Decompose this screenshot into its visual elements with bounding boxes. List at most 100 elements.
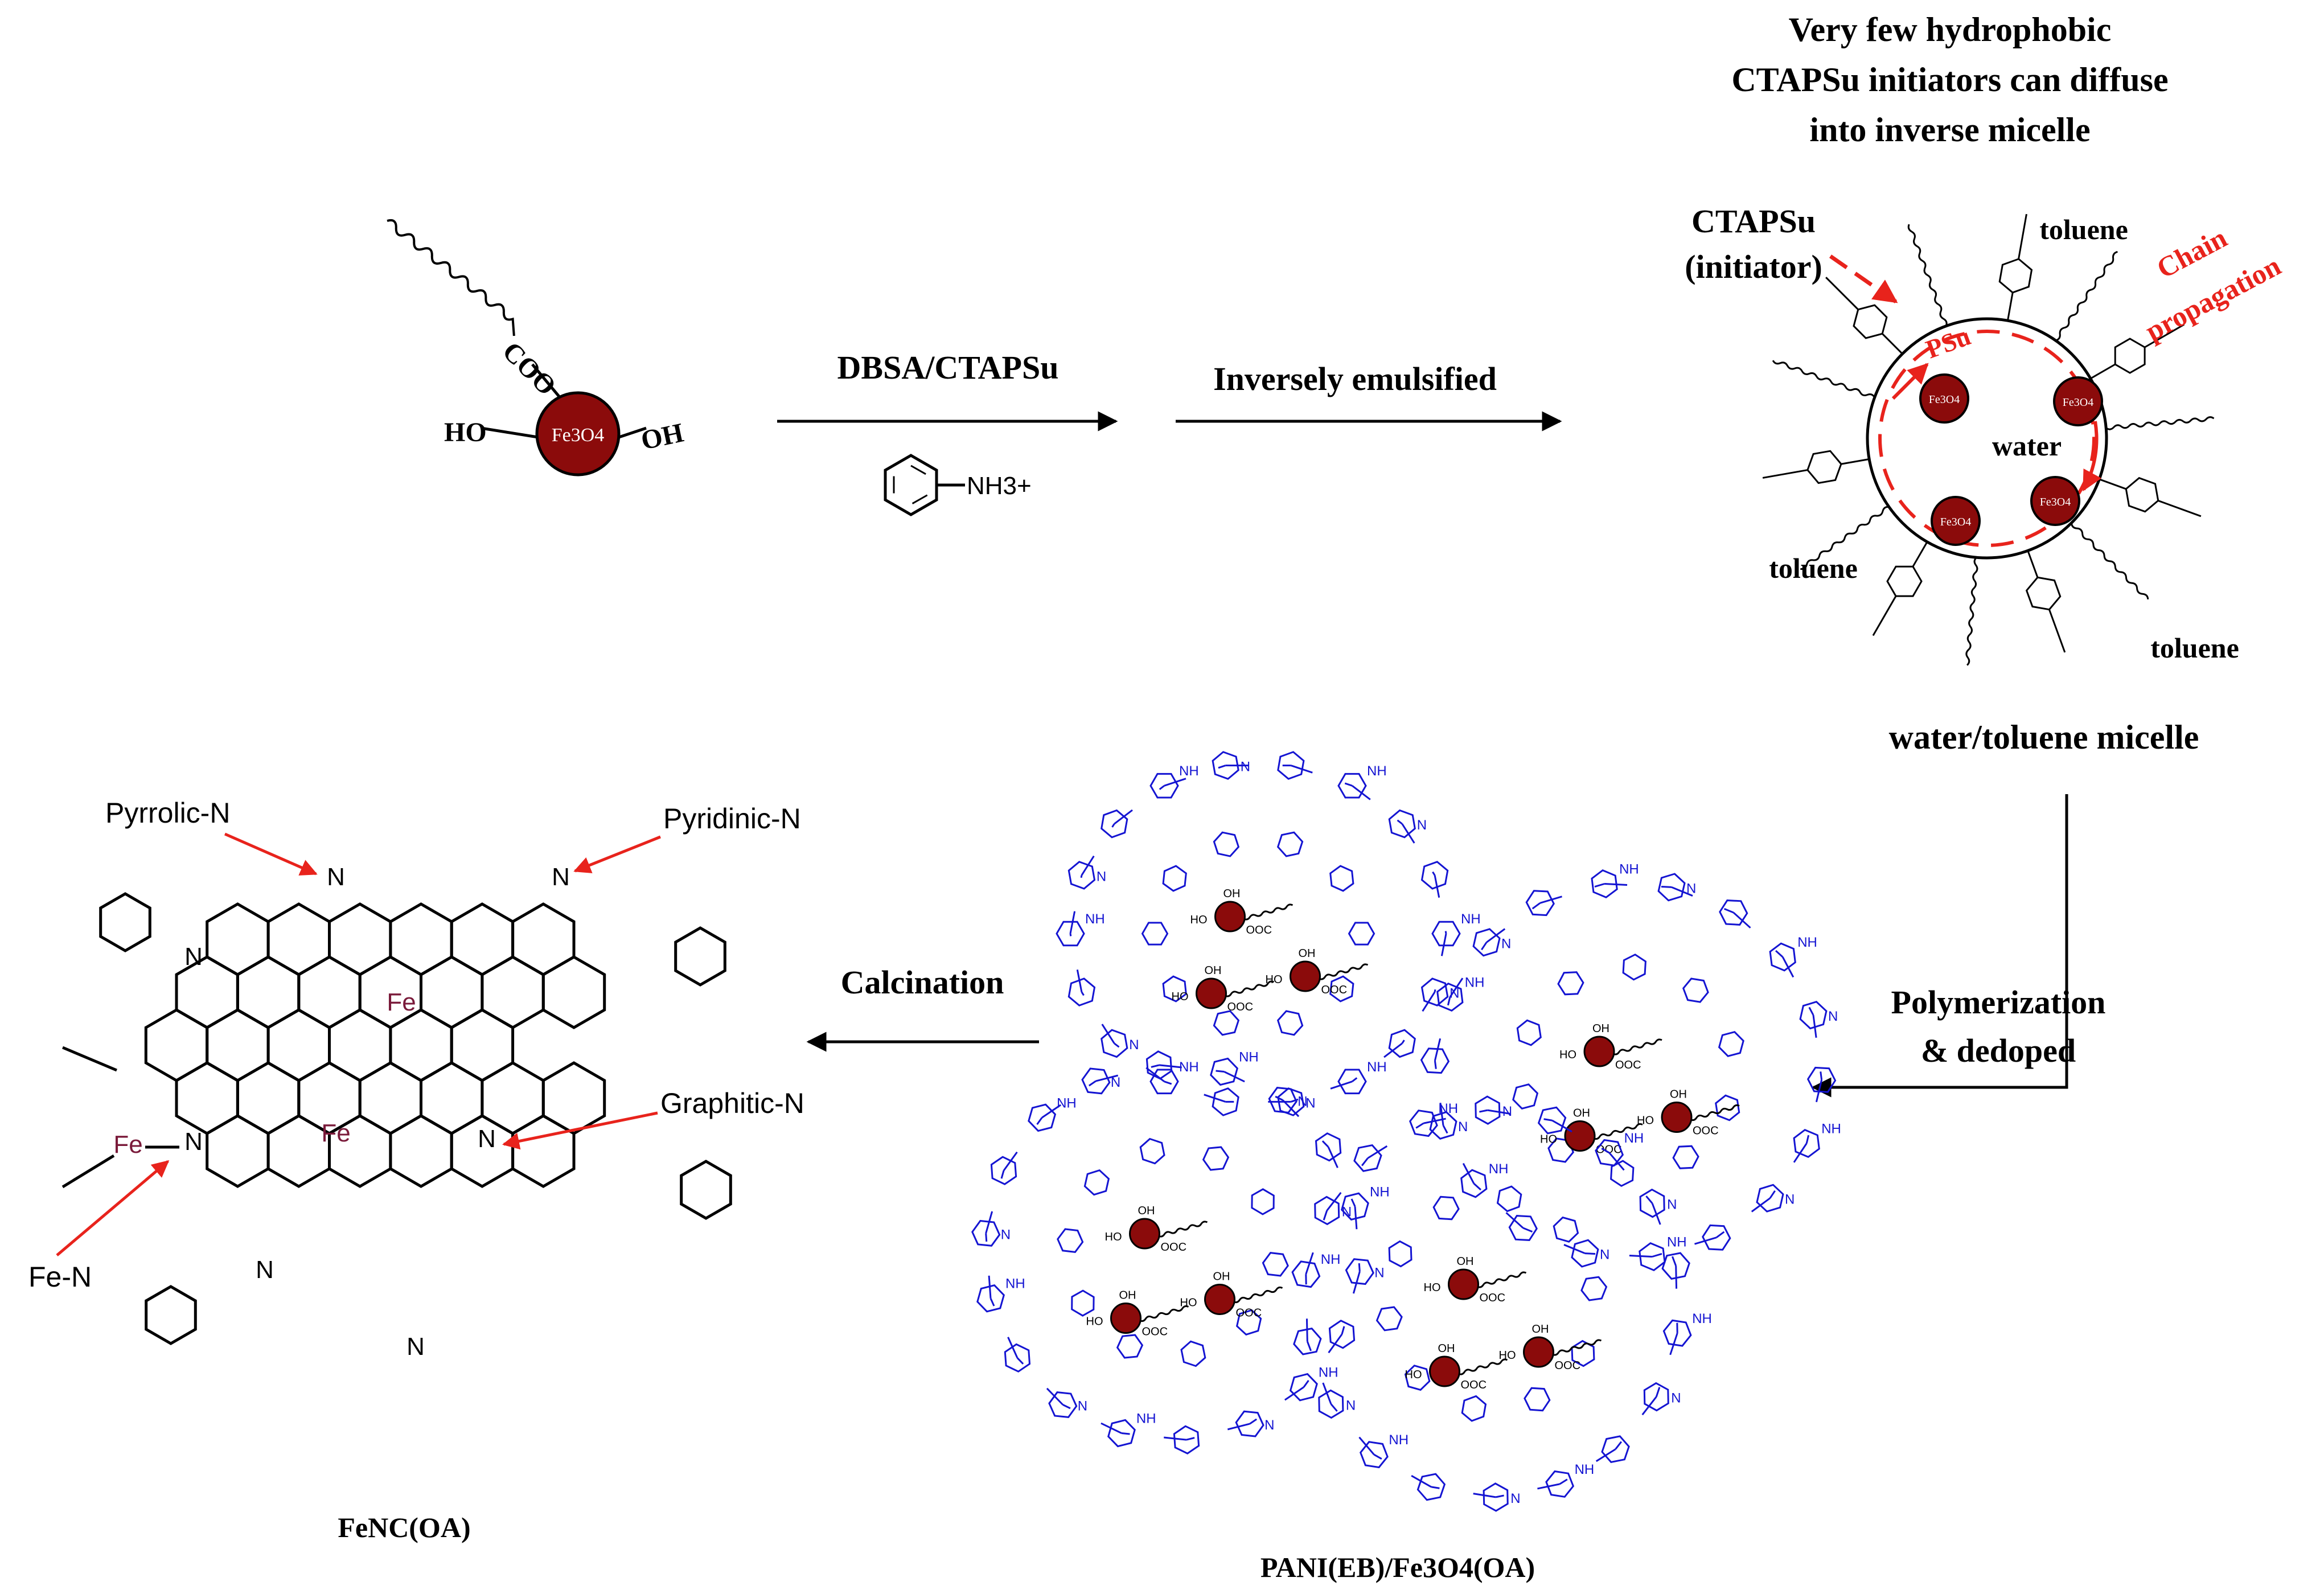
pani-link	[1062, 1404, 1122, 1434]
pani-ring	[1359, 1441, 1389, 1469]
pani-ho-label: HO	[1637, 1115, 1654, 1127]
graphene-ring	[541, 955, 606, 1029]
pani-n-label: N	[1264, 1418, 1274, 1433]
pani-ring	[1329, 975, 1354, 1003]
inverse-micelle: Fe3O4 Fe3O4 Fe3O4 Fe3O4 water PSu CTAPSu…	[1685, 203, 2286, 756]
pani-ring	[1056, 921, 1085, 947]
pani-ooc-label: OOC	[1246, 924, 1272, 936]
pani-ring	[1101, 809, 1128, 839]
pani-ring	[1083, 1169, 1110, 1196]
pani-nh-label: NH	[1367, 763, 1387, 779]
pani-ring	[1212, 751, 1239, 780]
pani-oh-label: OH	[1299, 947, 1316, 960]
graphene-ring	[328, 1008, 392, 1082]
pani-ring	[971, 1219, 1001, 1247]
pani-n-label: N	[1298, 1094, 1307, 1110]
polymerize-arrow	[1811, 794, 2068, 1098]
toluene-top-label: toluene	[2039, 213, 2128, 245]
pani-link	[1305, 1210, 1328, 1275]
pani-link	[1559, 1448, 1616, 1485]
pani-ring	[1291, 1260, 1321, 1288]
pani-n-label: N	[1502, 1104, 1512, 1119]
pani-ring	[1622, 954, 1646, 981]
graphene-ring	[266, 1114, 331, 1188]
pani-ring	[1375, 1306, 1403, 1332]
pani-ring	[1525, 890, 1555, 917]
pani-fe3o4-core	[1129, 1218, 1160, 1250]
pani-ring	[1329, 865, 1354, 892]
emulsify-label: Inversely emulsified	[1213, 360, 1497, 397]
pani-link	[1473, 1182, 1524, 1229]
phenyl-ring	[674, 926, 726, 987]
pani-ring	[1028, 1103, 1057, 1132]
pani-ring	[1213, 831, 1240, 857]
pani-link	[1651, 1203, 1677, 1267]
pani-n-label: N	[1458, 1119, 1468, 1135]
pani-ring	[1388, 809, 1416, 839]
pani-ring	[1173, 1425, 1200, 1455]
graphene-ring	[266, 1008, 331, 1082]
pani-ring	[1436, 982, 1464, 1012]
pani-ring	[1595, 1139, 1624, 1166]
pani-link	[1159, 1064, 1225, 1073]
graphene-ring	[389, 1114, 453, 1188]
pani-link	[1671, 886, 1734, 914]
pani-ring	[1557, 971, 1584, 996]
psu-label: PSu	[1922, 321, 1974, 364]
pani-link	[1081, 823, 1115, 876]
pani-fe3o4-core	[1523, 1336, 1554, 1368]
pani-fe3o4-core	[1583, 1036, 1615, 1067]
pani-n-label: N	[1686, 881, 1696, 896]
pani-ring	[1289, 1373, 1318, 1402]
pani-n-label: N	[1667, 1197, 1677, 1213]
pani-nh-label: NH	[1005, 1276, 1025, 1292]
fenc-caption: FeNC(OA)	[338, 1511, 470, 1543]
oleate-chain	[1612, 1038, 1662, 1055]
nitrogen-atom: N	[327, 863, 345, 891]
pani-link	[1326, 1157, 1369, 1211]
iron-atom: Fe	[387, 988, 416, 1016]
pani-n-label: N	[1129, 1037, 1139, 1053]
pani-link	[1584, 1252, 1652, 1258]
graphene-ring	[266, 902, 331, 976]
pani-nh-label: NH	[1461, 911, 1481, 927]
oleate-chain	[1690, 1104, 1740, 1121]
pani-link	[1354, 1206, 1361, 1272]
surfactant-bond	[2144, 323, 2185, 348]
pani-ring	[1067, 977, 1096, 1006]
pani-nh-label: NH	[1465, 975, 1485, 991]
phenyl-ring	[145, 1285, 197, 1345]
pani-ring	[1235, 1309, 1262, 1336]
pani-ooc-label: OOC	[1142, 1326, 1168, 1338]
graphene-ring	[206, 902, 270, 976]
pyrrolic-n-label: Pyrrolic-N	[105, 797, 230, 829]
pani-link	[989, 1298, 1019, 1358]
nitrogen-atom: N	[478, 1125, 496, 1153]
pani-nh-label: NH	[1179, 763, 1199, 779]
surfactant-bond	[1841, 458, 1870, 465]
psu-arrow	[1891, 363, 1929, 400]
pani-ring	[1101, 1029, 1128, 1058]
pani-ring	[1276, 831, 1304, 857]
pani-ring	[1251, 1188, 1275, 1215]
pani-link	[1434, 1061, 1444, 1126]
pani-ring	[1345, 1258, 1374, 1285]
pani-ring	[1639, 1188, 1665, 1218]
chain-propagation-arrow	[2082, 421, 2102, 492]
pani-ooc-label: OOC	[1615, 1059, 1641, 1071]
graphene-ring	[389, 1008, 453, 1082]
pani-oh-label: OH	[1119, 1289, 1136, 1302]
pani-ring	[1806, 1066, 1837, 1093]
pani-ho-label: HO	[1172, 991, 1189, 1003]
pani-ooc-label: OOC	[1321, 984, 1348, 996]
pani-n-label: N	[1241, 759, 1250, 775]
pani-n-label: N	[1001, 1227, 1011, 1242]
pani-fe3o4-core	[1204, 1284, 1235, 1315]
pani-ring	[1416, 1473, 1446, 1501]
pani-link	[1306, 1341, 1332, 1404]
oh-label: OH	[638, 417, 686, 455]
pani-link	[1290, 765, 1353, 787]
pani-ring	[1601, 1435, 1630, 1464]
